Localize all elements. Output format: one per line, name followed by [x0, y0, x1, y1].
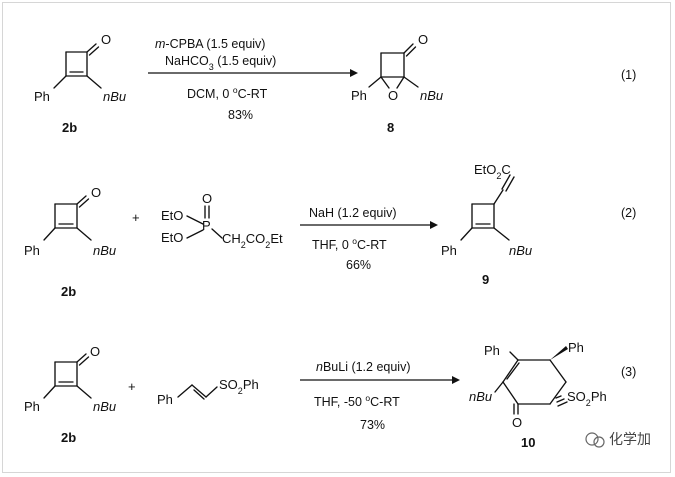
watermark: 化学加: [585, 431, 651, 448]
butyl-label: nBu: [509, 243, 532, 258]
phenyl-label: Ph: [441, 243, 457, 258]
phenyl-label: Ph: [24, 243, 40, 258]
reagent-nahco3: NaHCO3 (1.5 equiv): [165, 54, 276, 72]
reactant-cyclobutenone-3: O Ph nBu: [24, 344, 116, 414]
reagent-nbuli: nBuLi (1.2 equiv): [316, 360, 411, 374]
reaction-1: O Ph nBu 2b m-CPBA (1.5 equiv) NaHCO3 (1…: [34, 32, 636, 135]
phenyl-label: Ph: [34, 89, 50, 104]
scheme-frame: [2, 2, 671, 473]
yield-3: 73%: [360, 418, 385, 432]
watermark-text: 化学加: [609, 431, 651, 447]
sulfonyl-label: SO2Ph: [567, 389, 607, 408]
butyl-label: nBu: [420, 88, 443, 103]
ketone-oxygen-label: O: [418, 32, 428, 47]
butyl-label: nBu: [469, 389, 492, 404]
condition-solvent-temp: DCM, 0 oC-RT: [187, 85, 268, 101]
phenyl-label: Ph: [157, 392, 173, 407]
phenyl-label: Ph: [24, 399, 40, 414]
arrowhead-2: [430, 221, 438, 229]
ester-label: EtO2C: [474, 162, 511, 181]
phenyl-label: Ph: [351, 88, 367, 103]
butyl-label: nBu: [93, 243, 116, 258]
carbonyl-oxygen-label: O: [90, 344, 100, 359]
equation-number-3: (3): [621, 365, 636, 379]
sulfonyl-label: SO2Ph: [219, 377, 259, 396]
wedge-bond-ph: [550, 346, 568, 360]
plus-sign: +: [132, 210, 140, 225]
ethoxy-label-1: EtO: [161, 208, 183, 223]
reagent-mcpba: m-CPBA (1.5 equiv): [155, 37, 265, 51]
plus-sign: +: [128, 379, 136, 394]
yield-1: 83%: [228, 108, 253, 122]
ethoxy-label-2: EtO: [161, 230, 183, 245]
reaction-2: O Ph nBu 2b + O EtO EtO P CH2CO2Et NaH (…: [24, 162, 636, 299]
equation-number-1: (1): [621, 68, 636, 82]
yield-2: 66%: [346, 258, 371, 272]
ketone-oxygen-label: O: [512, 415, 522, 430]
arrowhead-3: [452, 376, 460, 384]
compound-label-2b: 2b: [62, 120, 77, 135]
product-alkylidene-9: EtO2C Ph nBu: [441, 162, 532, 258]
reaction-3: O Ph nBu 2b + Ph SO2Ph nBuLi (1.2 equiv)…: [24, 340, 636, 450]
butyl-label: nBu: [93, 399, 116, 414]
reagent-nah: NaH (1.2 equiv): [309, 206, 397, 220]
compound-label-8: 8: [387, 120, 394, 135]
arrowhead-1: [350, 69, 358, 77]
phosphoryl-oxygen-label: O: [202, 191, 212, 206]
compound-label-10: 10: [521, 435, 535, 450]
compound-label-9: 9: [482, 272, 489, 287]
vinyl-sulfone-reagent: Ph SO2Ph: [157, 377, 259, 407]
epoxide-oxygen-label: O: [388, 88, 398, 103]
equation-number-2: (2): [621, 206, 636, 220]
product-epoxide-8: O O Ph nBu: [351, 32, 443, 103]
carbonyl-oxygen-label: O: [91, 185, 101, 200]
phenyl-label-right: Ph: [568, 340, 584, 355]
condition-solvent-temp: THF, 0 oC-RT: [312, 236, 387, 252]
carbonyl-oxygen-label: O: [101, 32, 111, 47]
compound-label-2b: 2b: [61, 284, 76, 299]
condition-solvent-temp: THF, -50 oC-RT: [314, 393, 400, 409]
reactant-cyclobutenone-2: O Ph nBu: [24, 185, 116, 258]
compound-label-2b: 2b: [61, 430, 76, 445]
phosphonate-reagent: O EtO EtO P CH2CO2Et: [161, 191, 283, 250]
butyl-label: nBu: [103, 89, 126, 104]
reactant-cyclobutenone-1: O Ph nBu: [34, 32, 126, 104]
phenyl-label-left: Ph: [484, 343, 500, 358]
phosphorus-label: P: [202, 218, 211, 233]
wechat-icon: [585, 432, 599, 446]
ch2co2et-label: CH2CO2Et: [222, 231, 283, 250]
product-cyclohexenone-10: Ph Ph nBu O SO2Ph: [469, 340, 607, 430]
